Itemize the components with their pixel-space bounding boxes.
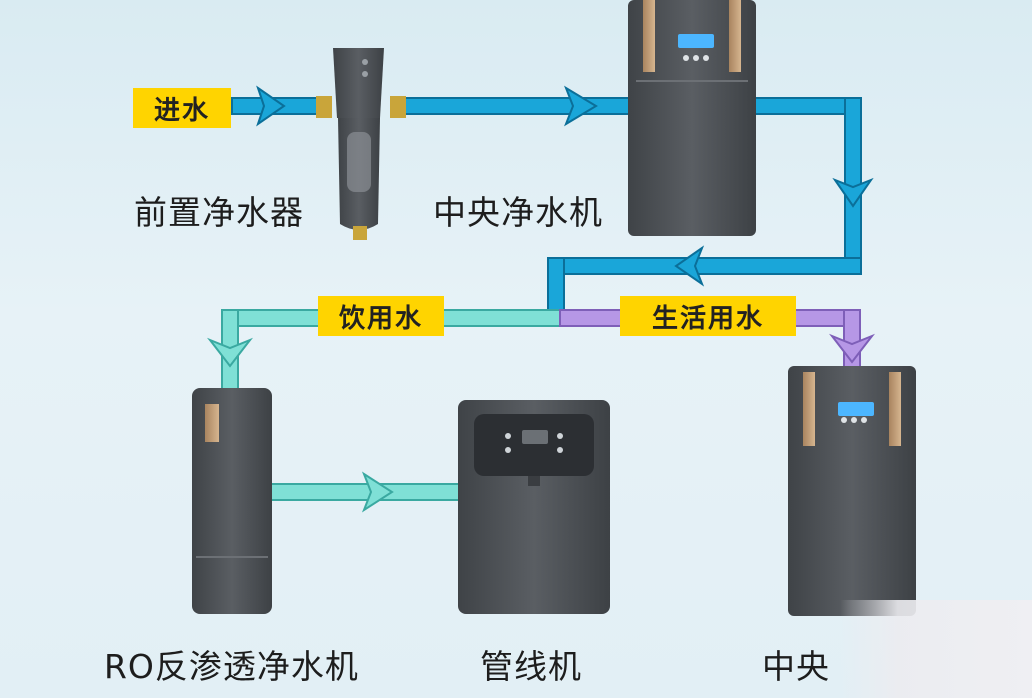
arrow-right-icon xyxy=(361,471,394,513)
arrow-right-icon xyxy=(256,85,286,127)
pre-filter-caption: 前置净水器 xyxy=(134,193,304,232)
arrow-left-icon xyxy=(674,245,705,287)
display-screen xyxy=(678,34,714,48)
arrow-down-icon xyxy=(206,337,254,368)
arrow-right-icon xyxy=(564,85,598,127)
filter-head xyxy=(333,48,384,118)
pipeline-unit-caption: 管线机 xyxy=(480,647,582,686)
ro-to-pipeline-pipe xyxy=(269,483,461,501)
arrow-down-icon xyxy=(828,333,876,364)
filter-window xyxy=(347,132,371,192)
ro-purifier-device xyxy=(192,388,272,614)
domestic-water-label: 生活用水 xyxy=(620,296,796,336)
ro-purifier-caption: RO反渗透净水机 xyxy=(104,647,359,686)
central-purifier-caption: 中央净水机 xyxy=(433,193,603,232)
central-softener-caption: 中央 xyxy=(762,647,830,686)
drinking-water-label: 饮用水 xyxy=(318,296,444,336)
arrow-down-icon xyxy=(832,177,874,208)
central-softener-device xyxy=(788,366,916,616)
central-purifier-device xyxy=(628,0,756,236)
inlet-label: 进水 xyxy=(133,88,231,128)
drain-valve xyxy=(353,226,367,240)
inlet-arrows xyxy=(256,85,874,287)
pipeline-unit-device xyxy=(458,400,610,614)
central-out-pipe-h xyxy=(754,97,860,115)
brass-fitting xyxy=(316,96,332,118)
pre-filter-device xyxy=(316,48,406,240)
brass-fitting xyxy=(390,96,406,118)
return-pipe-h xyxy=(547,257,862,275)
watermark-overlay xyxy=(840,600,1032,698)
